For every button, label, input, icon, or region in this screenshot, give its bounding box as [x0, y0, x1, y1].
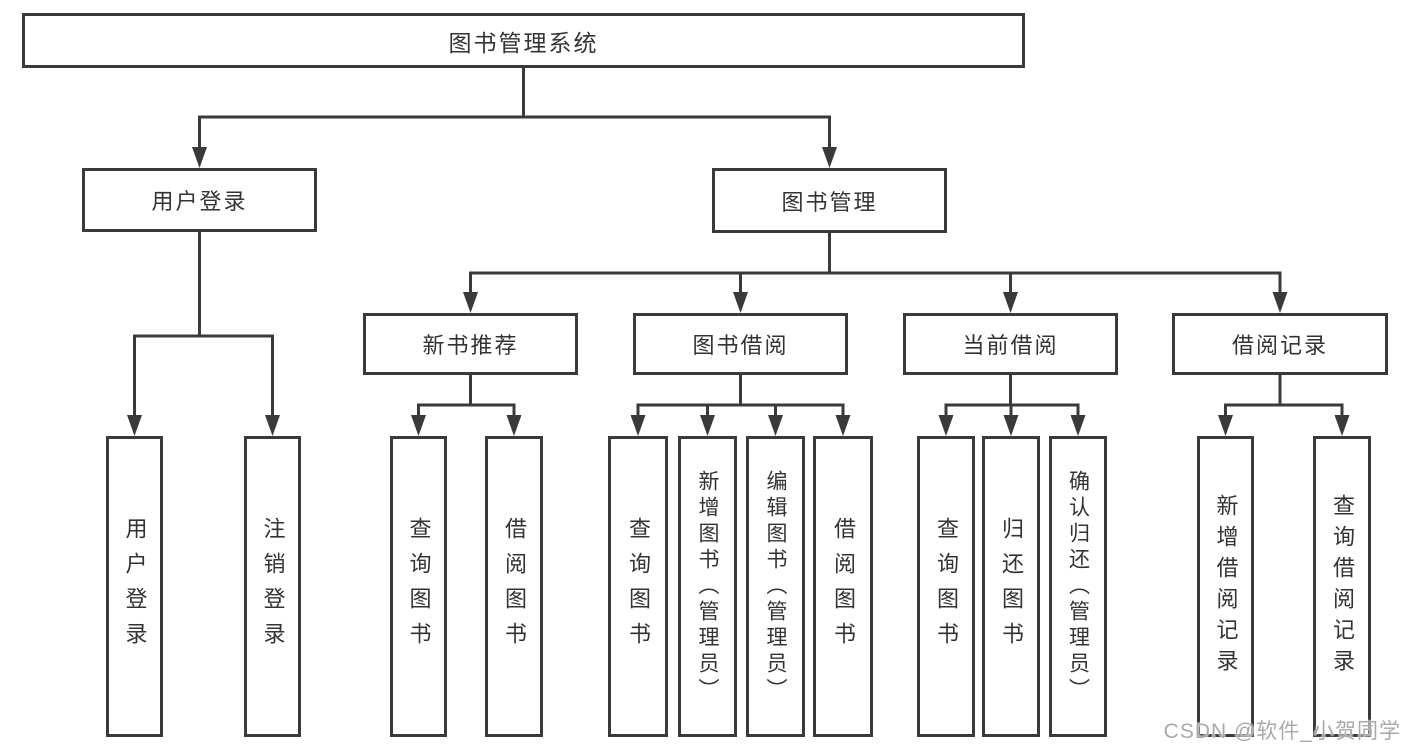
leaf-borrow-books: 借阅图书 — [813, 436, 873, 737]
leaf-query-books-borrow: 查询图书 — [608, 436, 668, 737]
leaf-borrow-books-recommend: 借阅图书 — [485, 436, 543, 737]
leaf-query-books-recommend: 查询图书 — [390, 436, 447, 737]
leaf-add-borrow-record: 新增借阅记录 — [1197, 436, 1254, 737]
node-new-book-recommendation: 新书推荐 — [363, 313, 578, 375]
leaf-add-book-admin: 新增图书（管理员） — [678, 436, 737, 737]
node-borrowing-records: 借阅记录 — [1172, 313, 1388, 375]
leaf-edit-book-admin: 编辑图书（管理员） — [746, 436, 805, 737]
leaf-query-borrow-record: 查询借阅记录 — [1313, 436, 1371, 737]
node-library-management-system: 图书管理系统 — [22, 13, 1025, 68]
leaf-query-books-current: 查询图书 — [917, 436, 975, 737]
leaf-return-books: 归还图书 — [982, 436, 1040, 737]
leaf-user-login: 用户登录 — [106, 436, 163, 737]
node-current-borrowing: 当前借阅 — [903, 313, 1118, 375]
watermark: CSDN @软件_小贺同学 — [1163, 720, 1401, 743]
leaf-logout: 注销登录 — [244, 436, 301, 737]
node-book-management: 图书管理 — [712, 168, 947, 233]
node-user-login: 用户登录 — [82, 168, 317, 232]
node-book-borrowing: 图书借阅 — [633, 313, 848, 375]
leaf-confirm-return-admin: 确认归还（管理员） — [1049, 436, 1107, 737]
